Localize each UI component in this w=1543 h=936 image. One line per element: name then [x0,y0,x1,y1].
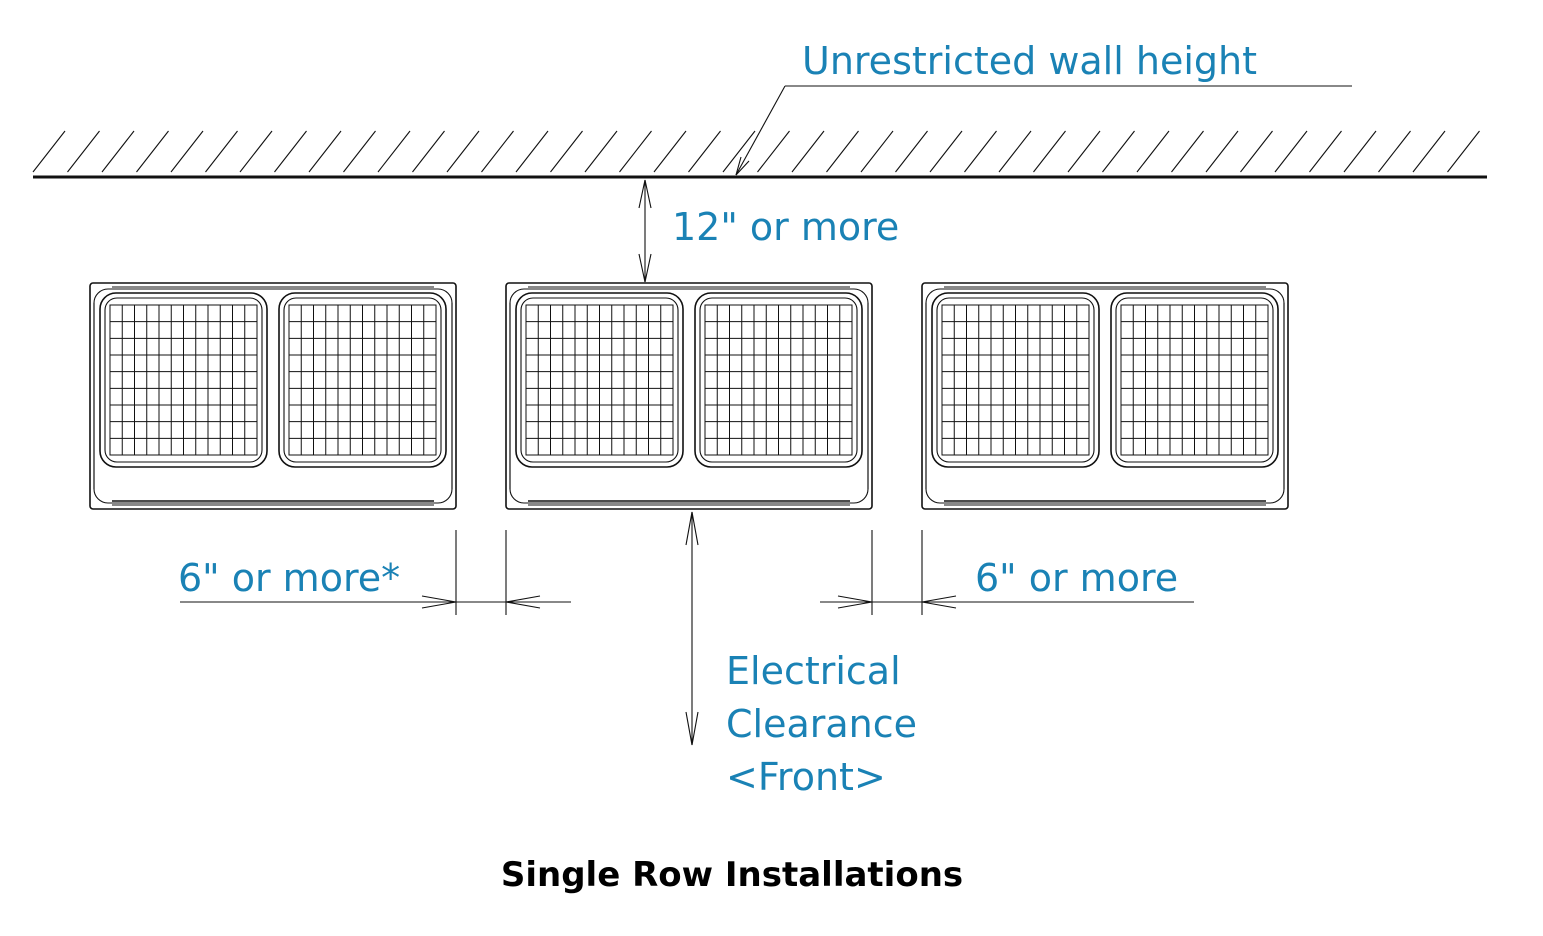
hatch-stroke [791,130,825,173]
hatch-stroke [998,130,1032,173]
hatch-stroke [826,130,859,173]
hatch-stroke [1412,130,1446,173]
left-arrow-in-b [505,595,541,609]
diagram-caption: Single Row Installations [501,855,963,895]
fan-grille-outer [99,292,268,468]
front-arrow-down [685,711,699,746]
fan-grille-rim [520,297,679,463]
hatch-stroke [377,130,411,173]
hatch-stroke [964,130,997,173]
hatch-stroke [1309,130,1342,173]
fan-grille-rim [936,297,1095,463]
fan-grille-2 [278,292,447,468]
unit-housing [921,282,1289,510]
hatch-stroke [67,130,100,173]
wall-label: Unrestricted wall height [802,39,1257,83]
hatch-stroke [688,130,721,173]
hatch-stroke [929,130,963,173]
unit-left [89,282,457,510]
hatch-stroke [1067,130,1101,173]
fan-grille-1 [931,292,1100,468]
hatch-stroke [1033,130,1066,173]
hatch-stroke [1343,130,1377,173]
right-arrow-in [837,595,873,609]
fan-grille-1 [99,292,268,468]
fan-grille-1 [515,292,684,468]
right-side-clearance-dimension: 6" or more [820,530,1194,615]
hatch-stroke [895,130,928,173]
unit-inner-frame [93,288,453,504]
left-arrow-in [421,595,457,609]
top-clearance-label: 12" or more [672,205,899,249]
front-label-line-1: Electrical [726,649,901,693]
fan-grille-outer [515,292,684,468]
hatch-stroke [619,130,652,173]
fan-grille-outer [694,292,863,468]
top-clearance-arrow-down [638,253,652,283]
hatch-stroke [136,130,169,173]
hatch-stroke [1447,130,1480,173]
hatch-stroke [343,130,376,173]
fan-grille-rim [104,297,263,463]
fan-grille-2 [694,292,863,468]
front-clearance-dimension: Electrical Clearance <Front> [685,511,917,799]
top-clearance-arrow-up [638,179,652,209]
hatch-stroke [860,130,894,173]
wall-hatch [32,130,1480,173]
wall-leader-arrowhead [735,156,750,176]
wall-leader-line [735,85,786,176]
front-label-line-3: <Front> [726,755,886,799]
fan-grille-2 [1110,292,1279,468]
fan-grille-outer [278,292,447,468]
hatch-stroke [446,130,480,173]
right-side-clearance-label: 6" or more [975,556,1178,600]
hatch-stroke [550,130,583,173]
left-side-clearance-label: 6" or more* [178,556,400,600]
hatch-stroke [274,130,307,173]
fan-grille-rim [1115,297,1274,463]
unit-center [505,282,873,510]
wall [32,130,1487,179]
front-label-line-2: Clearance [726,702,917,746]
hatch-stroke [1205,130,1239,173]
fan-grille-outer [1110,292,1279,468]
fan-grille-rim [283,297,442,463]
unit-housing [89,282,457,510]
unit-inner-frame [925,288,1285,504]
unit-right [921,282,1289,510]
hatch-stroke [584,130,618,173]
unit-inner-frame [509,288,869,504]
unit-housing [505,282,873,510]
wall-label-group: Unrestricted wall height [735,39,1352,176]
hatch-stroke [1171,130,1204,173]
hatch-stroke [101,130,135,173]
hatch-stroke [1274,130,1308,173]
hatch-stroke [205,130,238,173]
hatch-stroke [1136,130,1170,173]
hatch-stroke [653,130,687,173]
hatch-stroke [722,130,756,173]
hatch-stroke [1240,130,1273,173]
hatch-stroke [308,130,342,173]
hatch-stroke [1378,130,1411,173]
fan-grille-outer [931,292,1100,468]
hatch-stroke [239,130,273,173]
hatch-stroke [1102,130,1135,173]
fan-grille-rim [699,297,858,463]
hatch-stroke [481,130,514,173]
hatch-stroke [32,130,66,173]
hatch-stroke [757,130,790,173]
right-arrow-in-b [921,595,957,609]
front-arrow-up [685,511,699,546]
left-side-clearance-dimension: 6" or more* [178,530,571,615]
hatch-stroke [412,130,445,173]
hatch-stroke [170,130,204,173]
hatch-stroke [515,130,549,173]
top-clearance-dimension: 12" or more [638,179,899,283]
